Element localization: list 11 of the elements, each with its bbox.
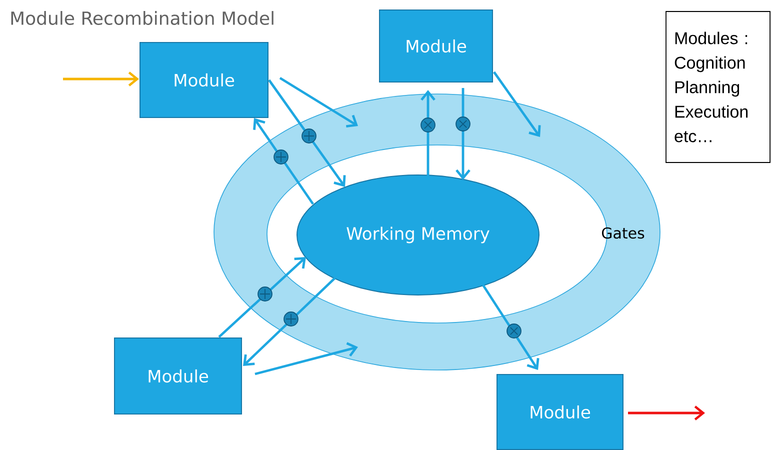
title: Module Recombination Model — [11, 11, 274, 25]
arrow — [493, 71, 541, 137]
note-box: Modules : Cognition Planning Execution etc… — [666, 11, 770, 163]
arrow — [254, 342, 358, 376]
arrow — [63, 72, 139, 86]
module-box: Module — [140, 42, 268, 118]
module-box: Module — [496, 374, 624, 450]
module-box: Module — [114, 338, 242, 414]
arrow — [628, 406, 705, 420]
module-box: Module — [379, 10, 493, 82]
arrow — [279, 76, 358, 128]
